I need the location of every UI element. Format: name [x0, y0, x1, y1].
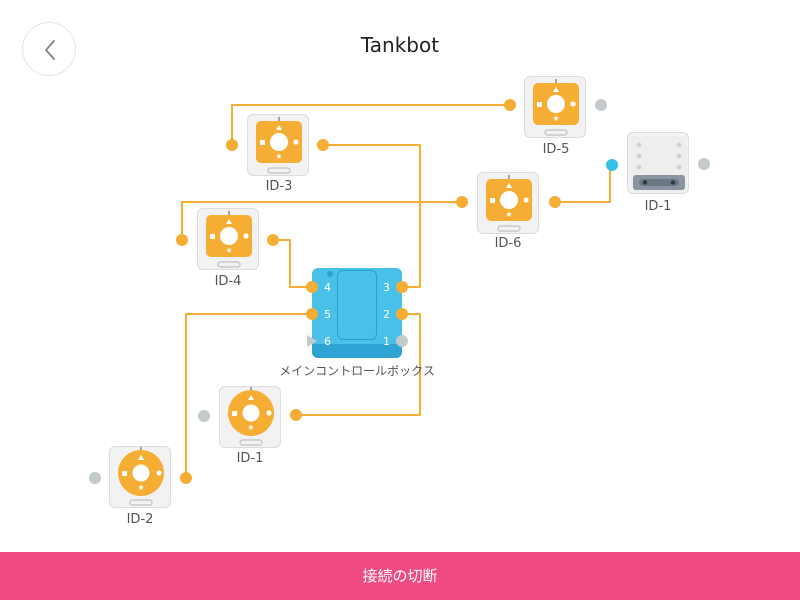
wire-id3-port3	[323, 144, 421, 288]
port-left-id5[interactable]	[504, 99, 516, 111]
port-num-1: 1	[383, 335, 390, 348]
device-label-id4: ID-4	[214, 274, 242, 289]
device-card-id5[interactable]: ★	[524, 76, 586, 138]
round-controller-icon: ★	[118, 447, 164, 506]
port-right-id4[interactable]	[267, 234, 279, 246]
port-left-id1[interactable]	[198, 410, 210, 422]
back-button[interactable]	[22, 22, 76, 76]
port-right-id2[interactable]	[180, 472, 192, 484]
chevron-left-icon	[45, 40, 55, 60]
device-label-servo-id1: ID-1	[644, 199, 672, 214]
svg-text:★: ★	[137, 483, 144, 492]
device-card-id1[interactable]: ★	[219, 386, 281, 448]
main-port-6-arrow-icon[interactable]	[306, 335, 318, 347]
main-box-led	[327, 271, 333, 277]
main-port-5[interactable]	[306, 308, 318, 320]
port-left-id2[interactable]	[89, 472, 101, 484]
dpad-controller-icon: ★	[206, 211, 252, 268]
wire-id4-id6	[181, 201, 462, 240]
device-label-id3: ID-3	[265, 179, 293, 194]
port-right-id5[interactable]	[595, 99, 607, 111]
port-right-id6[interactable]	[549, 196, 561, 208]
dpad-controller-icon: ★	[486, 175, 532, 232]
wire-id4-port4	[273, 239, 312, 288]
svg-text:★: ★	[275, 152, 282, 161]
port-left-id6[interactable]	[456, 196, 468, 208]
port-num-3: 3	[383, 281, 390, 294]
main-port-3[interactable]	[396, 281, 408, 293]
device-label-id1: ID-1	[236, 451, 264, 466]
main-port-4[interactable]	[306, 281, 318, 293]
port-left-servo-id1[interactable]	[606, 159, 618, 171]
main-box-base	[312, 344, 402, 358]
main-port-1[interactable]	[396, 335, 408, 347]
wire-id6-servo	[555, 165, 611, 203]
port-right-id3[interactable]	[317, 139, 329, 151]
device-label-id5: ID-5	[542, 142, 570, 157]
wire-id1-port2	[296, 313, 421, 416]
port-left-id3[interactable]	[226, 139, 238, 151]
wire-id3-id5	[231, 104, 510, 145]
wire-id2-port5	[185, 313, 312, 478]
main-port-2[interactable]	[396, 308, 408, 320]
port-num-4: 4	[324, 281, 331, 294]
dpad-controller-icon: ★	[256, 117, 302, 174]
main-control-box[interactable]: 4 5 6 3 2 1	[312, 268, 402, 358]
device-card-id6[interactable]: ★	[477, 172, 539, 234]
device-card-id3[interactable]: ★	[247, 114, 309, 176]
port-num-6: 6	[324, 335, 331, 348]
port-right-servo-id1[interactable]	[698, 158, 710, 170]
port-num-2: 2	[383, 308, 390, 321]
svg-text:★: ★	[247, 423, 254, 432]
device-card-servo-id1[interactable]	[627, 132, 689, 194]
device-card-id4[interactable]: ★	[197, 208, 259, 270]
servo-motor-icon	[631, 136, 687, 192]
main-box-frame	[337, 270, 377, 340]
port-left-id4[interactable]	[176, 234, 188, 246]
svg-text:★: ★	[505, 210, 512, 219]
device-card-id2[interactable]: ★	[109, 446, 171, 508]
dpad-controller-icon: ★	[533, 79, 579, 136]
main-box-label: メインコントロールボックス	[279, 364, 435, 378]
port-num-5: 5	[324, 308, 331, 321]
device-label-id2: ID-2	[126, 512, 154, 527]
svg-text:★: ★	[225, 246, 232, 255]
port-right-id1[interactable]	[290, 409, 302, 421]
page-title: Tankbot	[360, 33, 440, 57]
svg-text:★: ★	[552, 114, 559, 123]
disconnect-button[interactable]: 接続の切断	[0, 552, 800, 600]
round-controller-icon: ★	[228, 387, 274, 446]
device-label-id6: ID-6	[494, 236, 522, 251]
